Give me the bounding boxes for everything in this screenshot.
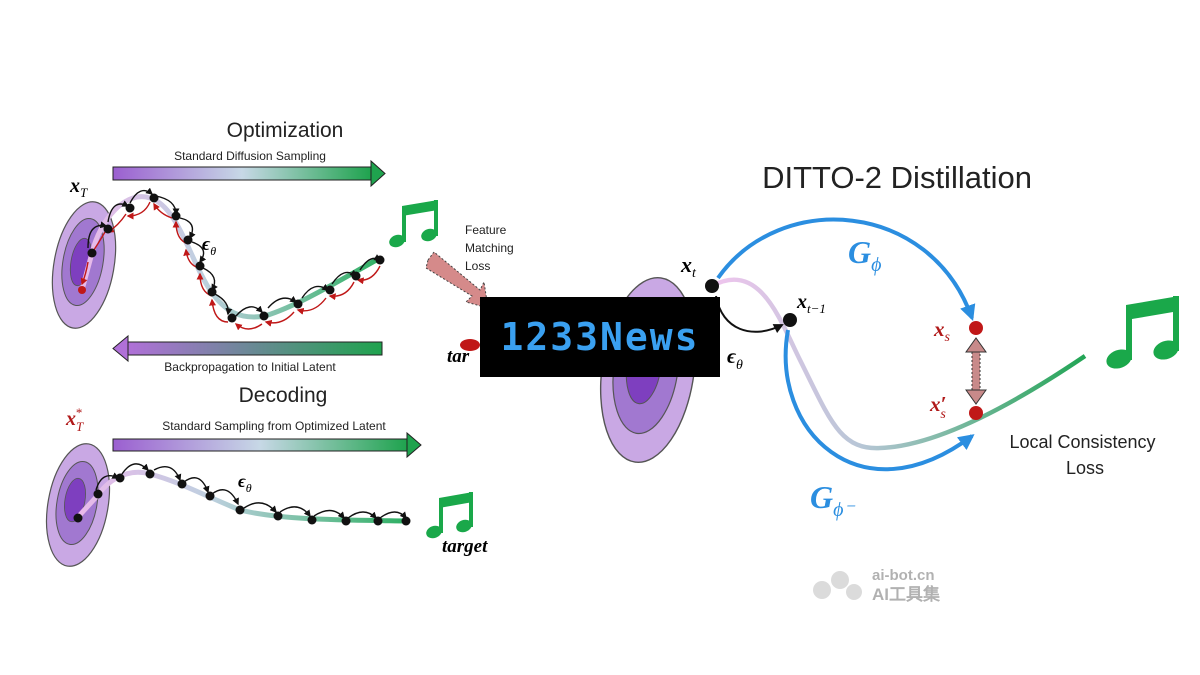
x-t-node xyxy=(705,279,719,293)
x-s-prime-label: x′s xyxy=(929,392,946,422)
x-s-node xyxy=(969,321,983,335)
G-phi-minus-label: Gϕ⁻ xyxy=(810,479,855,521)
optimization-title: Optimization xyxy=(227,119,344,142)
optimization-trajectory xyxy=(79,194,382,320)
watermark-banner: 1233News xyxy=(480,297,720,377)
svg-text:AI工具集: AI工具集 xyxy=(872,584,941,604)
x-t-minus-1-node xyxy=(783,313,797,327)
local-consistency-label: Local Consistency Loss xyxy=(1009,432,1160,478)
trajectory-nodes xyxy=(78,193,385,323)
x-t-minus-1-label: xt−1 xyxy=(796,291,826,316)
epsilon-theta-decoding-label: ϵθ xyxy=(238,471,252,495)
epsilon-theta-label: ϵθ xyxy=(202,234,216,258)
epsilon-step-arrow xyxy=(715,295,784,334)
target-partial-label: tar xyxy=(447,346,470,367)
G-phi-label: Gϕ xyxy=(848,234,881,276)
decoding-nodes xyxy=(73,469,411,526)
music-note-icon xyxy=(1106,296,1179,369)
G-phi-arrow xyxy=(716,217,976,322)
backprop-arrow xyxy=(112,334,383,363)
backprop-label: Backpropagation to Initial Latent xyxy=(164,360,336,374)
standard-diffusion-label: Standard Diffusion Sampling xyxy=(174,149,326,163)
target-label: target xyxy=(442,536,488,557)
corner-watermark: ai-bot.cn AI工具集 xyxy=(813,567,941,604)
local-consistency-arrow xyxy=(965,337,987,405)
x-T-star-label: xT* xyxy=(65,405,84,434)
x-s-prime-node xyxy=(969,406,983,420)
standard-diffusion-arrow xyxy=(112,159,386,188)
decoding-title: Decoding xyxy=(239,384,328,407)
G-phi-minus-arrow xyxy=(783,329,975,472)
epsilon-theta-right-label: ϵθ xyxy=(727,344,743,373)
x-T-label: xT xyxy=(69,175,88,200)
x-s-label: xs xyxy=(933,317,951,345)
optimized-latent-distribution xyxy=(45,443,111,567)
decoding-sampling-arrows xyxy=(95,463,407,520)
feature-matching-label: Feature Matching Loss xyxy=(465,223,517,273)
watermark-text: 1233News xyxy=(500,315,700,359)
decoding-arrow-label: Standard Sampling from Optimized Latent xyxy=(162,419,386,433)
target-point xyxy=(460,339,480,351)
ditto2-title: DITTO-2 Distillation xyxy=(762,160,1032,195)
initial-noise-distribution xyxy=(51,201,117,329)
distillation-trajectory xyxy=(710,277,1087,451)
music-note-icon xyxy=(389,200,438,248)
decoding-arrow xyxy=(112,431,422,459)
x-t-label: xt xyxy=(680,252,697,281)
svg-text:ai-bot.cn: ai-bot.cn xyxy=(872,567,935,584)
backprop-arrows xyxy=(80,201,381,331)
music-note-icon xyxy=(426,492,473,539)
